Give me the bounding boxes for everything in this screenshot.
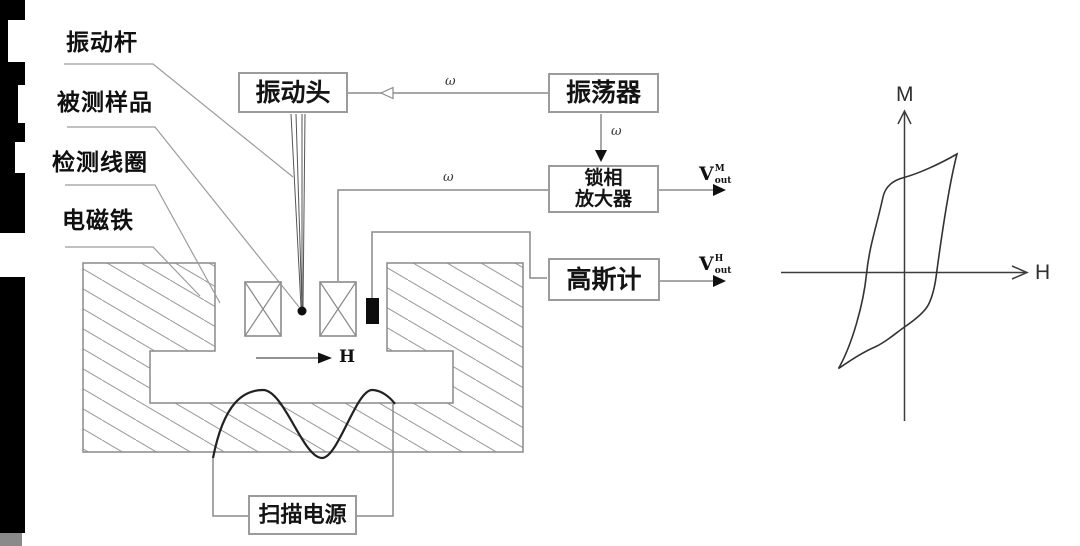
scan-artifact [0,62,25,85]
vout-m-script: M out [715,165,732,186]
node-vibration-head: 振动头 [238,72,348,113]
node-vibration-head-label: 振动头 [255,78,331,107]
m-axis-arrowhead [897,109,912,125]
leader-sample [67,126,300,308]
scan-artifact [0,533,22,546]
coil-cross [244,281,282,337]
vout-h-base: V [699,253,714,275]
scan-artifact [0,173,25,233]
node-gaussmeter-label: 高斯计 [566,265,642,294]
arrowhead-vout-h [713,275,726,287]
vout-m-label: V M out [699,165,731,186]
leader-vibrating-rod [64,63,294,178]
wire-hallprobe-to-gaussmeter [371,231,547,298]
leader-detection-coil [65,184,221,304]
electromagnet-yoke [82,262,524,453]
vout-h-sup: H [714,254,724,264]
omega-label-reference: ω [611,124,622,139]
scan-artifact [0,0,25,20]
label-vibrating-rod: 振动杆 [66,29,138,55]
leader-lines [64,63,300,308]
omega-label-coil-signal: ω [443,170,454,185]
node-oscillator: 振荡器 [548,73,659,113]
wire-coil-to-lockin [337,189,548,281]
node-oscillator-label: 振荡器 [565,79,641,107]
leader-electromagnet [65,246,201,297]
wire-power-right [357,404,394,517]
graph-x-axis-label: H [1035,261,1051,284]
coil-cross [319,281,357,337]
field-arrowhead [318,352,332,364]
vout-h-script: H out [715,255,732,276]
label-electromagnet: 电磁铁 [62,207,134,233]
vout-m-sub: out [714,176,732,186]
wires [212,92,713,517]
scan-artifact [0,277,25,533]
omega-label-head: ω [445,74,456,89]
label-sample-under-test: 被测样品 [57,89,153,115]
scan-artifact [0,85,18,123]
hall-probe [366,298,379,324]
node-sweep-power-supply: 扫描电源 [248,495,357,535]
open-arrowhead-to-head [379,86,394,100]
vout-h-sub: out [714,266,732,276]
vout-m-sup: M [714,164,725,174]
power-cable-wave [211,388,396,460]
scan-artifact [0,142,15,173]
scan-artifact [0,123,25,142]
graph-y-axis-label: M [896,83,914,106]
node-sweep-power-label: 扫描电源 [258,501,347,527]
scan-artifact [0,20,8,62]
node-lockin-label-line1: 锁相 [584,167,623,189]
h-axis-arrowhead [1011,265,1029,280]
wire-power-left [212,458,248,517]
mh-graph [781,109,1029,421]
vout-h-label: V H out [699,255,731,276]
label-detection-coil: 检测线圈 [52,149,148,175]
pole-gap-parts [244,113,379,364]
node-lockin-amplifier: 锁相 放大器 [548,165,659,213]
sample-dot [297,306,307,316]
node-lockin-label-line2: 放大器 [574,189,632,210]
arrowhead-vout-m [713,184,726,196]
hysteresis-loop [837,152,959,370]
node-gaussmeter: 高斯计 [548,258,660,301]
field-h-label: H [339,347,356,367]
vibrating-rod-lines [290,113,306,311]
vout-m-base: V [699,163,714,185]
arrowhead-down-lockin [595,150,607,162]
